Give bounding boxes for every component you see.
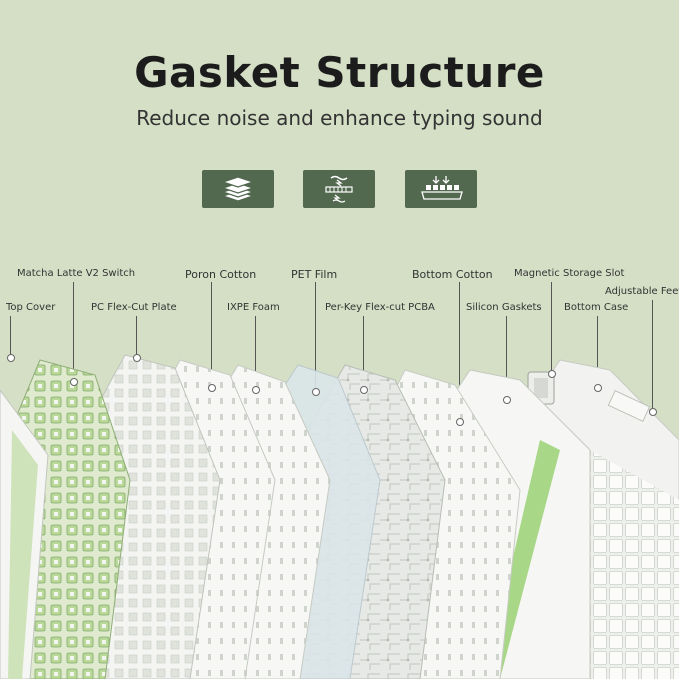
label-switch: Matcha Latte V2 Switch [17,268,135,279]
layers-icon-tile [202,170,274,208]
sound-dampening-icon [321,174,357,204]
label-pet-film: PET Film [291,268,337,281]
label-ixpe-foam: IXPE Foam [227,302,280,313]
label-pcba: Per-Key Flex-cut PCBA [325,302,435,313]
keyboard-keys-icon [416,174,466,204]
page-subtitle: Reduce noise and enhance typing sound [0,106,679,130]
label-gaskets: Silicon Gaskets [466,302,542,313]
keyboard-keys-icon-tile [405,170,477,208]
leader-dot [133,354,141,362]
layers-icon [221,175,255,203]
label-plate: PC Flex-Cut Plate [91,302,177,313]
leader-dot [360,386,368,394]
exploded-keyboard-illustration [0,330,679,679]
leader-dot [252,386,260,394]
label-storage-slot: Magnetic Storage Slot [514,268,624,279]
label-bottom-case: Bottom Case [564,302,628,313]
label-adjustable-feet: Adjustable Feet [605,286,679,297]
leader-dot [70,378,78,386]
leader-dot [594,384,602,392]
sound-dampening-icon-tile [303,170,375,208]
label-bottom-cotton: Bottom Cotton [412,268,493,281]
leader-dot [456,418,464,426]
leader-dot [7,354,15,362]
label-poron-cotton: Poron Cotton [185,268,256,281]
leader-dot [312,388,320,396]
leader-dot [649,408,657,416]
page-title: Gasket Structure [0,48,679,97]
label-top-cover: Top Cover [6,302,55,313]
leader-dot [548,370,556,378]
leader-dot [208,384,216,392]
leader-dot [503,396,511,404]
